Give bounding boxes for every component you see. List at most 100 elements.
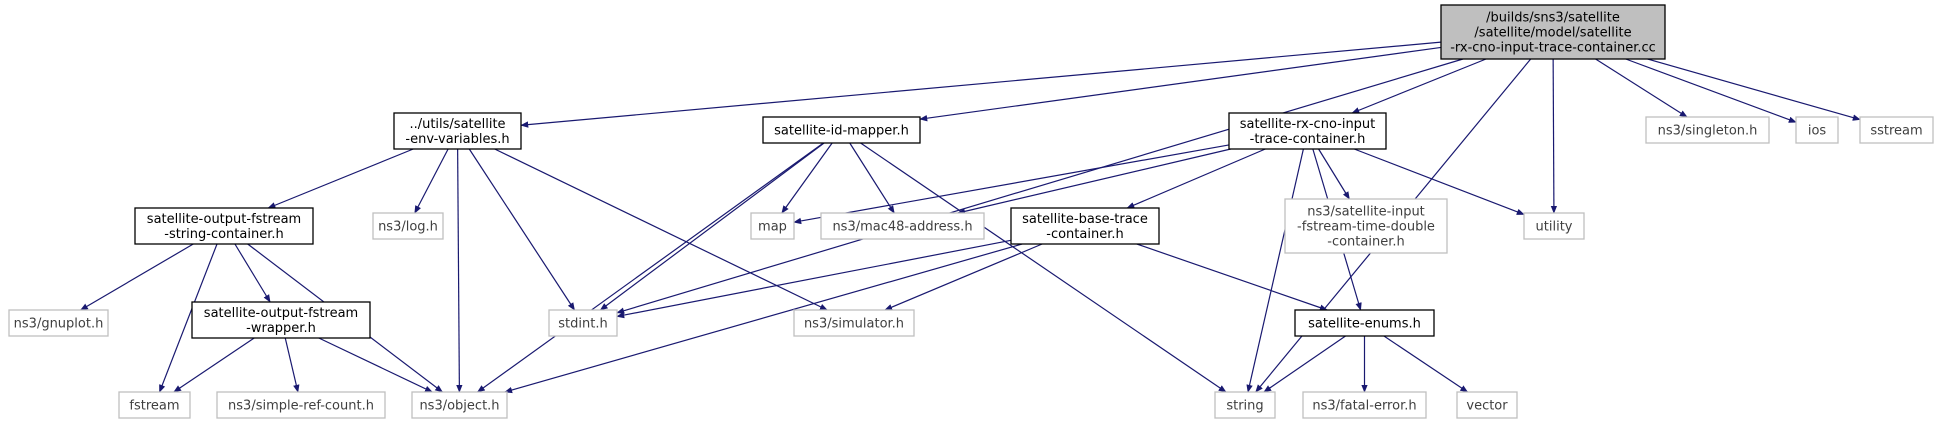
node-utility-label-line-0: utility xyxy=(1536,220,1573,235)
nodes-layer: /builds/sns3/satellite/satellite/model/s… xyxy=(8,4,1934,419)
node-fatal-label-line-0: ns3/fatal-error.h xyxy=(1312,399,1416,414)
node-rxcno-label-line-1: -trace-container.h xyxy=(1250,132,1366,147)
node-mac48: ns3/mac48-address.h xyxy=(820,212,985,240)
node-utility: utility xyxy=(1523,212,1585,240)
node-map-label-line-0: map xyxy=(758,220,787,235)
edge-basetrace-to-enums xyxy=(1136,243,1328,311)
node-log: ns3/log.h xyxy=(372,212,444,240)
edge-env-to-object xyxy=(456,148,463,393)
node-singleton: ns3/singleton.h xyxy=(1645,116,1770,144)
node-fatal: ns3/fatal-error.h xyxy=(1302,391,1427,419)
node-simulator-box xyxy=(793,309,915,337)
edge-outwrap-to-object xyxy=(318,337,433,393)
node-simpleref-label-line-0: ns3/simple-ref-count.h xyxy=(228,399,374,414)
node-rxcno[interactable]: satellite-rx-cno-input-trace-container.h xyxy=(1228,112,1387,150)
node-fatal-box xyxy=(1302,391,1427,419)
edge-outwrap-to-simpleref xyxy=(284,337,300,393)
node-stdint-label-line-0: stdint.h xyxy=(558,317,607,332)
node-stdint-box xyxy=(548,309,618,337)
node-outwrap-box xyxy=(191,301,371,339)
node-object-box xyxy=(411,391,508,419)
node-sstream-box xyxy=(1859,116,1934,144)
node-gnuplot-label-line-0: ns3/gnuplot.h xyxy=(14,317,104,332)
edge-rxcno-to-inputfs xyxy=(1318,148,1350,200)
edge-root-to-stdint xyxy=(616,58,1464,314)
node-idmap-box xyxy=(762,116,921,144)
node-sstream-label-line-0: sstream xyxy=(1870,124,1922,139)
node-gnuplot: ns3/gnuplot.h xyxy=(8,309,109,337)
node-simpleref: ns3/simple-ref-count.h xyxy=(216,391,386,419)
node-mac48-box xyxy=(820,212,985,240)
node-fstream-box xyxy=(118,391,191,419)
node-ios-box xyxy=(1795,116,1839,144)
edge-env-to-log xyxy=(414,148,449,214)
node-simulator-label-line-0: ns3/simulator.h xyxy=(804,317,904,332)
node-utility-box xyxy=(1523,212,1585,240)
node-basetrace[interactable]: satellite-base-trace-container.h xyxy=(1010,207,1160,245)
edge-root-to-sstream xyxy=(1647,58,1861,121)
node-idmap-label-line-0: satellite-id-mapper.h xyxy=(774,124,909,139)
edge-rxcno-to-string xyxy=(1246,148,1304,393)
node-root-label-line-1: /satellite/model/satellite xyxy=(1474,26,1631,41)
node-fstream: fstream xyxy=(118,391,191,419)
node-string-box xyxy=(1214,391,1276,419)
node-outwrap[interactable]: satellite-output-fstream-wrapper.h xyxy=(191,301,371,339)
node-env-box xyxy=(393,112,522,150)
node-vector-box xyxy=(1456,391,1518,419)
edge-root-to-env xyxy=(520,41,1442,128)
edge-root-to-rxcno xyxy=(1351,58,1487,114)
node-map-box xyxy=(750,212,795,240)
edge-outwrap-to-fstream xyxy=(173,337,255,393)
node-env[interactable]: ../utils/satellite-env-variables.h xyxy=(393,112,522,150)
edge-idmap-to-mac48 xyxy=(849,142,895,214)
node-sstream: sstream xyxy=(1859,116,1934,144)
node-ios-label-line-0: ios xyxy=(1808,124,1827,139)
edge-basetrace-to-simulator xyxy=(884,243,1043,311)
edge-outstr-to-gnuplot xyxy=(79,243,194,311)
node-root-label-line-0: /builds/sns3/satellite xyxy=(1486,11,1620,26)
node-simulator: ns3/simulator.h xyxy=(793,309,915,337)
edge-root-to-idmap xyxy=(919,46,1442,122)
node-ios: ios xyxy=(1795,116,1839,144)
node-root-box xyxy=(1440,4,1666,60)
node-outstr[interactable]: satellite-output-fstream-string-containe… xyxy=(134,207,314,245)
node-enums[interactable]: satellite-enums.h xyxy=(1294,309,1435,337)
node-singleton-box xyxy=(1645,116,1770,144)
node-env-label-line-1: -env-variables.h xyxy=(405,132,509,147)
edge-rxcno-to-basetrace xyxy=(1126,148,1266,209)
node-log-box xyxy=(372,212,444,240)
edge-enums-to-string xyxy=(1263,335,1346,393)
edge-enums-to-vector xyxy=(1383,335,1469,393)
edge-outstr-to-outwrap xyxy=(234,243,271,303)
edge-root-to-ios xyxy=(1625,58,1797,123)
node-root-label-line-2: -rx-cno-input-trace-container.cc xyxy=(1450,41,1656,56)
node-log-label-line-0: ns3/log.h xyxy=(378,220,438,235)
node-idmap[interactable]: satellite-id-mapper.h xyxy=(762,116,921,144)
edge-env-to-stdint xyxy=(468,148,576,311)
edge-env-to-outstr xyxy=(267,148,414,209)
node-inputfs-label-line-1: -fstream-time-double xyxy=(1297,220,1435,235)
node-outstr-box xyxy=(134,207,314,245)
edge-outstr-to-fstream xyxy=(158,243,218,393)
node-map: map xyxy=(750,212,795,240)
node-fstream-label-line-0: fstream xyxy=(129,399,179,414)
node-singleton-label-line-0: ns3/singleton.h xyxy=(1658,124,1758,139)
node-rxcno-box xyxy=(1228,112,1387,150)
node-basetrace-label-line-0: satellite-base-trace xyxy=(1022,212,1148,227)
node-inputfs: ns3/satellite-input-fstream-time-double-… xyxy=(1284,198,1448,254)
node-basetrace-label-line-1: -container.h xyxy=(1046,227,1123,242)
edge-rxcno-to-map xyxy=(793,144,1230,225)
edge-idmap-to-string xyxy=(860,142,1227,393)
node-outwrap-label-line-1: -wrapper.h xyxy=(246,321,316,336)
node-inputfs-label-line-2: -container.h xyxy=(1327,235,1404,250)
node-outstr-label-line-1: -string-container.h xyxy=(164,227,283,242)
node-inputfs-box xyxy=(1284,198,1448,254)
edge-rxcno-to-mac48 xyxy=(957,148,1231,215)
node-object: ns3/object.h xyxy=(411,391,508,419)
node-inputfs-label-line-0: ns3/satellite-input xyxy=(1307,205,1425,220)
node-object-label-line-0: ns3/object.h xyxy=(419,399,499,414)
node-simpleref-box xyxy=(216,391,386,419)
node-outstr-label-line-0: satellite-output-fstream xyxy=(147,212,301,227)
edge-root-to-utility xyxy=(1550,58,1558,214)
